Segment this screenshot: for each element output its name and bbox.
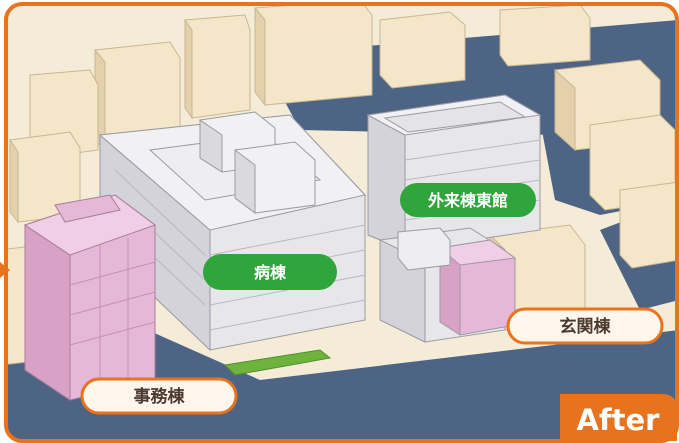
hedge — [223, 349, 332, 376]
label-entrance: 玄関棟 — [506, 307, 664, 345]
arrow-indicator — [0, 262, 10, 278]
label-outpatient-east-text: 外来棟東館 — [427, 191, 508, 210]
frame-border — [4, 2, 679, 443]
label-office-text: 事務棟 — [134, 386, 186, 407]
outpatient-east-building — [366, 94, 542, 251]
office-building — [23, 194, 157, 401]
after-badge: After — [560, 394, 677, 441]
after-badge-text: After — [577, 403, 661, 437]
label-ward: 病棟 — [203, 254, 337, 290]
label-office: 事務棟 — [80, 377, 238, 415]
label-outpatient-east: 外来棟東館 — [400, 183, 536, 217]
background-buildings — [6, 4, 677, 366]
label-entrance-text: 玄関棟 — [560, 316, 612, 337]
entrance-building — [379, 227, 517, 343]
label-ward-text: 病棟 — [254, 263, 287, 282]
office-annex — [54, 194, 121, 223]
